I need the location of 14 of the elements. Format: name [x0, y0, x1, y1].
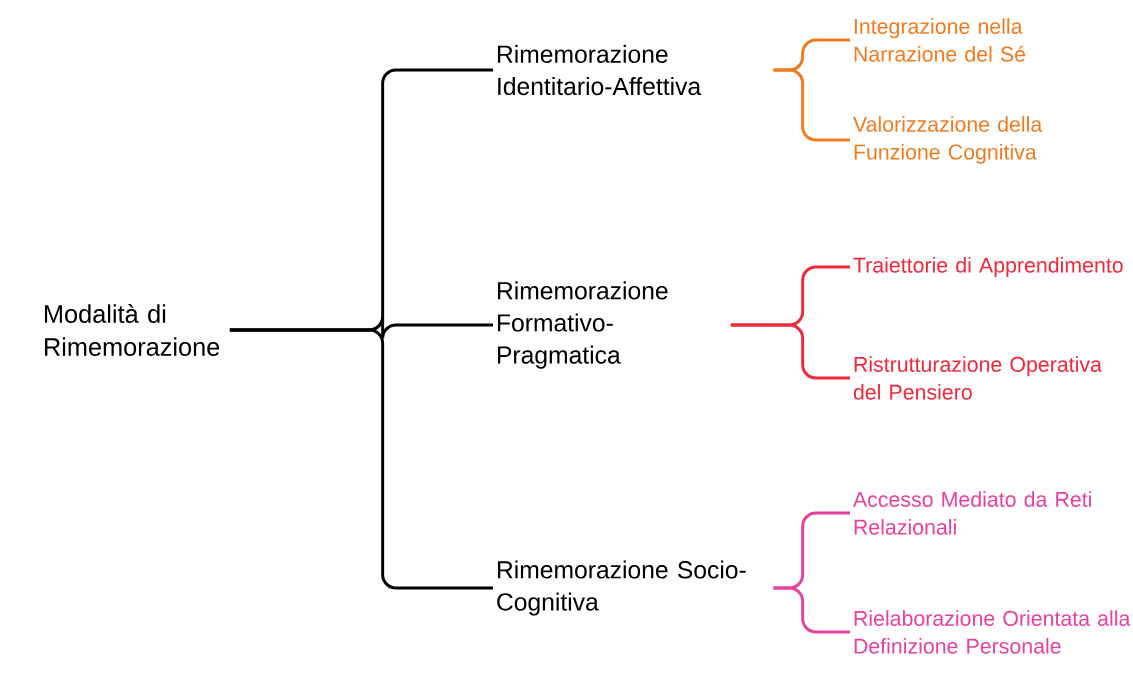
- root-label: Modalità di Rimemorazione: [45, 304, 220, 356]
- leaf-label: Integrazione nella Narrazione del Sé: [854, 18, 1026, 62]
- bracket-line: [229, 328, 493, 590]
- branch-label: Rimemorazione Formativo-Pragmatica: [497, 281, 668, 369]
- leaf-label: Accesso Mediato da Reti Relazionali: [853, 491, 1091, 535]
- leaf-label: Rielaborazione Orientata alla Definizione Personale: [854, 610, 1131, 654]
- bracket-line: [730, 323, 850, 380]
- leaf-label: Valorizzazione della Funzione Cognitiva: [853, 116, 1043, 164]
- leaf-label: Ristrutturazione Operativa del Pensiero: [853, 356, 1102, 400]
- branch-label: Rimemorazione Socio-Cognitiva: [497, 560, 746, 616]
- bracket-line: [773, 586, 850, 634]
- leaf-label: Traiettorie di Apprendimento: [853, 257, 1123, 277]
- bracket-line: [773, 68, 850, 142]
- branch-label: Rimemorazione Identitario-Affettiva: [497, 44, 702, 96]
